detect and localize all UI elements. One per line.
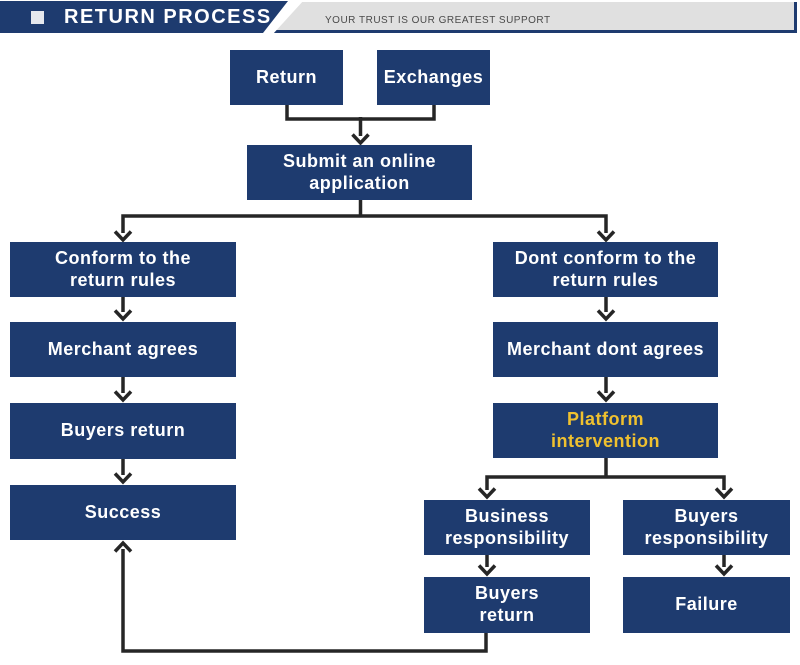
- node-submit-application: Submit an online application: [247, 145, 472, 200]
- node-business-responsibility: Business responsibility: [424, 500, 590, 555]
- arrowhead-to-platform: [596, 390, 616, 403]
- arrowhead-to-business-resp: [477, 487, 497, 500]
- arrowhead-to-merchant-agrees: [113, 309, 133, 322]
- header-banner: RETURN PROCESS: [0, 1, 288, 33]
- page-title: RETURN PROCESS: [64, 5, 272, 28]
- arrowhead-to-buyers-return-2: [477, 564, 497, 577]
- node-conform-rules: Conform to the return rules: [10, 242, 236, 297]
- arrowhead-to-conform: [113, 230, 133, 243]
- connector-responsibility-bar: [485, 475, 726, 490]
- arrowhead-to-merchant-dont-agrees: [596, 309, 616, 322]
- node-platform-intervention: Platform intervention: [493, 403, 718, 458]
- square-bullet-icon: [31, 11, 44, 24]
- arrowhead-to-buyers-return: [113, 390, 133, 403]
- connector-branch-bar: [121, 214, 608, 233]
- arrowhead-to-buyers-resp: [714, 487, 734, 500]
- arrowhead-to-dont-conform: [596, 230, 616, 243]
- connector-loopback: [121, 549, 488, 653]
- arrowhead-to-submit: [351, 133, 370, 146]
- node-buyers-return: Buyers return: [10, 403, 236, 459]
- node-merchant-agrees: Merchant agrees: [10, 322, 236, 377]
- connector-merge-bar: [285, 104, 436, 121]
- header-tagline-bar: [268, 2, 797, 33]
- node-exchanges: Exchanges: [377, 50, 490, 105]
- arrowhead-to-failure: [714, 564, 734, 577]
- node-merchant-dont-agrees: Merchant dont agrees: [493, 322, 718, 377]
- arrowhead-loop-to-success: [113, 540, 133, 553]
- header-tagline: YOUR TRUST IS OUR GREATEST SUPPORT: [325, 15, 551, 26]
- node-return: Return: [230, 50, 343, 105]
- node-dont-conform-rules: Dont conform to the return rules: [493, 242, 718, 297]
- node-buyers-return-2: Buyers return: [424, 577, 590, 633]
- arrowhead-to-success: [113, 472, 133, 485]
- node-success: Success: [10, 485, 236, 540]
- node-buyers-responsibility: Buyers responsibility: [623, 500, 790, 555]
- node-failure: Failure: [623, 577, 790, 633]
